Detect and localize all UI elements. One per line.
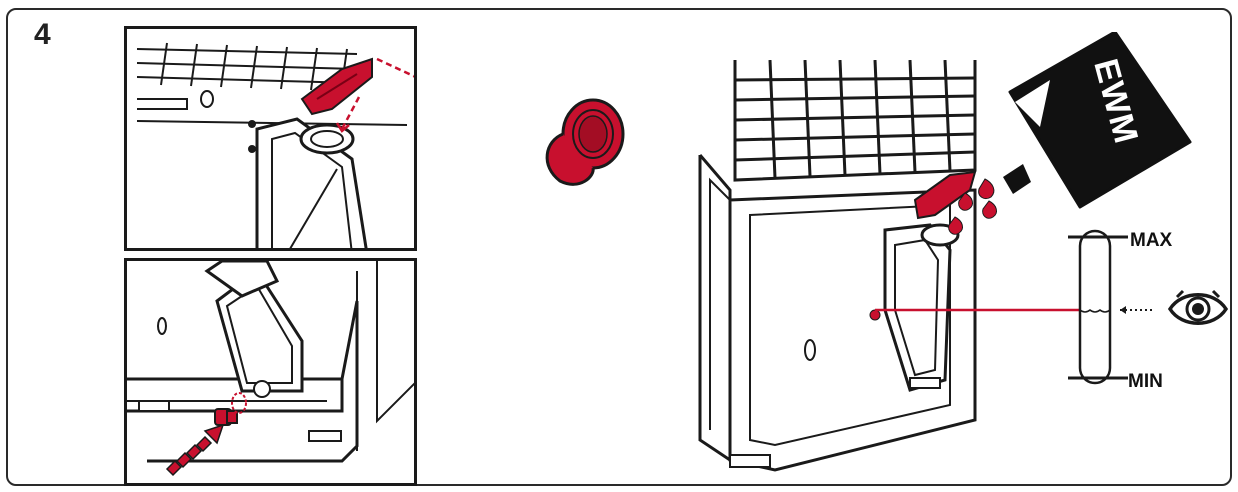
- grille-right: [733, 60, 977, 182]
- cap-icon: [545, 98, 625, 186]
- max-label: MAX: [1130, 230, 1173, 251]
- eye-icon: [1167, 289, 1229, 325]
- drain-plug-illustration: [127, 261, 414, 477]
- level-gauge: [875, 229, 1155, 385]
- bottle-icon: [1003, 32, 1192, 209]
- panel-cap-removal: [124, 26, 417, 251]
- red-lid: [300, 57, 373, 116]
- panel-drain-plug: [124, 258, 417, 486]
- cap-removal-illustration: [136, 42, 414, 248]
- arrow-icon: [165, 423, 225, 477]
- drop-icon: [948, 178, 997, 235]
- step-number: 4: [34, 18, 51, 51]
- min-label: MIN: [1128, 371, 1163, 392]
